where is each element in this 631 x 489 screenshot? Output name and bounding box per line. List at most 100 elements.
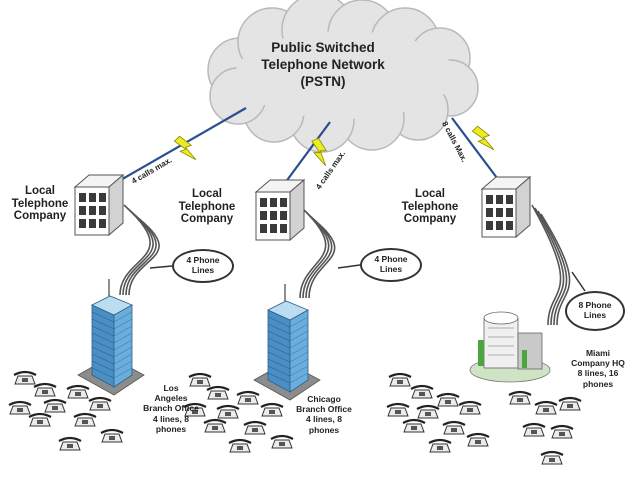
phone-keypad [192,410,198,414]
phone-keypad [419,392,425,396]
building-window-line [113,318,133,330]
switch-port [89,193,96,202]
phone-icon [88,396,112,411]
switch-port [260,224,267,233]
phone-handset [550,424,574,430]
phone-handset [442,420,466,426]
phone-icon [410,384,434,399]
phone-handset [416,404,440,410]
phone-keypad [445,400,451,404]
bubble-line1: 4 Phone [374,254,408,265]
building-window-line [113,325,133,337]
company-label-line1: Local [191,188,223,200]
phone-keypad [451,428,457,432]
company-label-line3: Company [13,210,67,223]
switch-port [79,206,86,215]
wires-miami [531,204,571,326]
hq-roof [483,311,519,325]
phone-icon [416,404,440,419]
phone-handset [458,400,482,406]
phone-keypad [517,398,523,402]
link-chicago [284,121,331,184]
phone-wire [534,207,565,326]
phone-handset [228,438,252,444]
cloud-core [235,31,455,119]
phone-keypad [17,408,23,412]
building-window-line [91,353,115,365]
lightning-bolt-icon [311,137,328,167]
phone-icon [508,390,532,405]
switch-port [260,211,267,220]
switch-port [496,195,503,204]
phone-icon [43,398,67,413]
switch-port [270,198,277,207]
phone-wire [119,204,151,296]
bubble-arrow-miami [571,271,586,292]
building-window-line [267,351,291,363]
cloud-title-line2: Telephone Network [261,56,385,72]
building-window-line [289,344,309,356]
building-window-line [289,316,309,328]
office-line3: 8 lines, 16 [577,368,619,379]
phone-handset [386,402,410,408]
switch-port [99,193,106,202]
wires-chicago [299,209,336,299]
phone-keypad [395,410,401,414]
phone-icon [228,438,252,453]
phone-keypad [437,446,443,450]
company-label-line3: Company [403,213,457,226]
phone-keypad [215,393,221,397]
switch-la [73,173,125,237]
phone-icon [28,412,52,427]
phone-keypad [22,378,28,382]
phone-keypad [269,410,275,414]
phone-icon [236,390,260,405]
building-roof [267,300,309,321]
building-window-line [113,332,133,344]
phone-icon [550,424,574,439]
office-label-la: Los Angeles Branch Office 4 lines, 8 pho… [140,383,202,434]
phone-keypad [543,408,549,412]
building-window-line [113,339,133,351]
building-window-line [289,323,309,335]
office-line2: Company HQ [571,358,625,369]
phone-keypad [37,420,43,424]
building-window-line [289,358,309,370]
phone-icon [206,385,230,400]
bubble-line2: Lines [583,310,607,320]
phone-handset [58,436,82,442]
phone-handset [188,372,212,378]
phone-handset [534,400,558,406]
building-window-line [113,367,133,379]
local-telephone-company-label-la: Local Telephone Company [0,185,80,223]
phone-icon [428,438,452,453]
office-line2: Branch Office [296,404,352,415]
phone-keypad [475,440,481,444]
phone-wire [122,207,154,296]
phone-keypad [67,444,73,448]
cloud-title-line3: (PSTN) [300,73,346,89]
building-window-line [91,311,115,323]
bubble-line2: Lines [191,265,215,275]
building-window-line [267,316,291,328]
wires-la [119,204,160,296]
phone-icon [243,420,267,435]
phone-wire [302,212,330,299]
switch-port [79,193,86,202]
phone-handset [388,372,412,378]
phone-keypad [97,404,103,408]
phone-handset [558,396,582,402]
phone-icon [13,370,37,385]
lightning-bolt-icon [173,135,197,161]
lightning-bolt-icon [471,125,495,151]
phone-handset [183,402,207,408]
phone-icon [183,402,207,417]
phone-keypad [467,408,473,412]
office-line1: Los [163,383,179,393]
switch-port [486,221,493,230]
switch-port [280,211,287,220]
local-telephone-company-label-chicago: Local Telephone Company [167,188,247,226]
building-roof [91,295,133,316]
